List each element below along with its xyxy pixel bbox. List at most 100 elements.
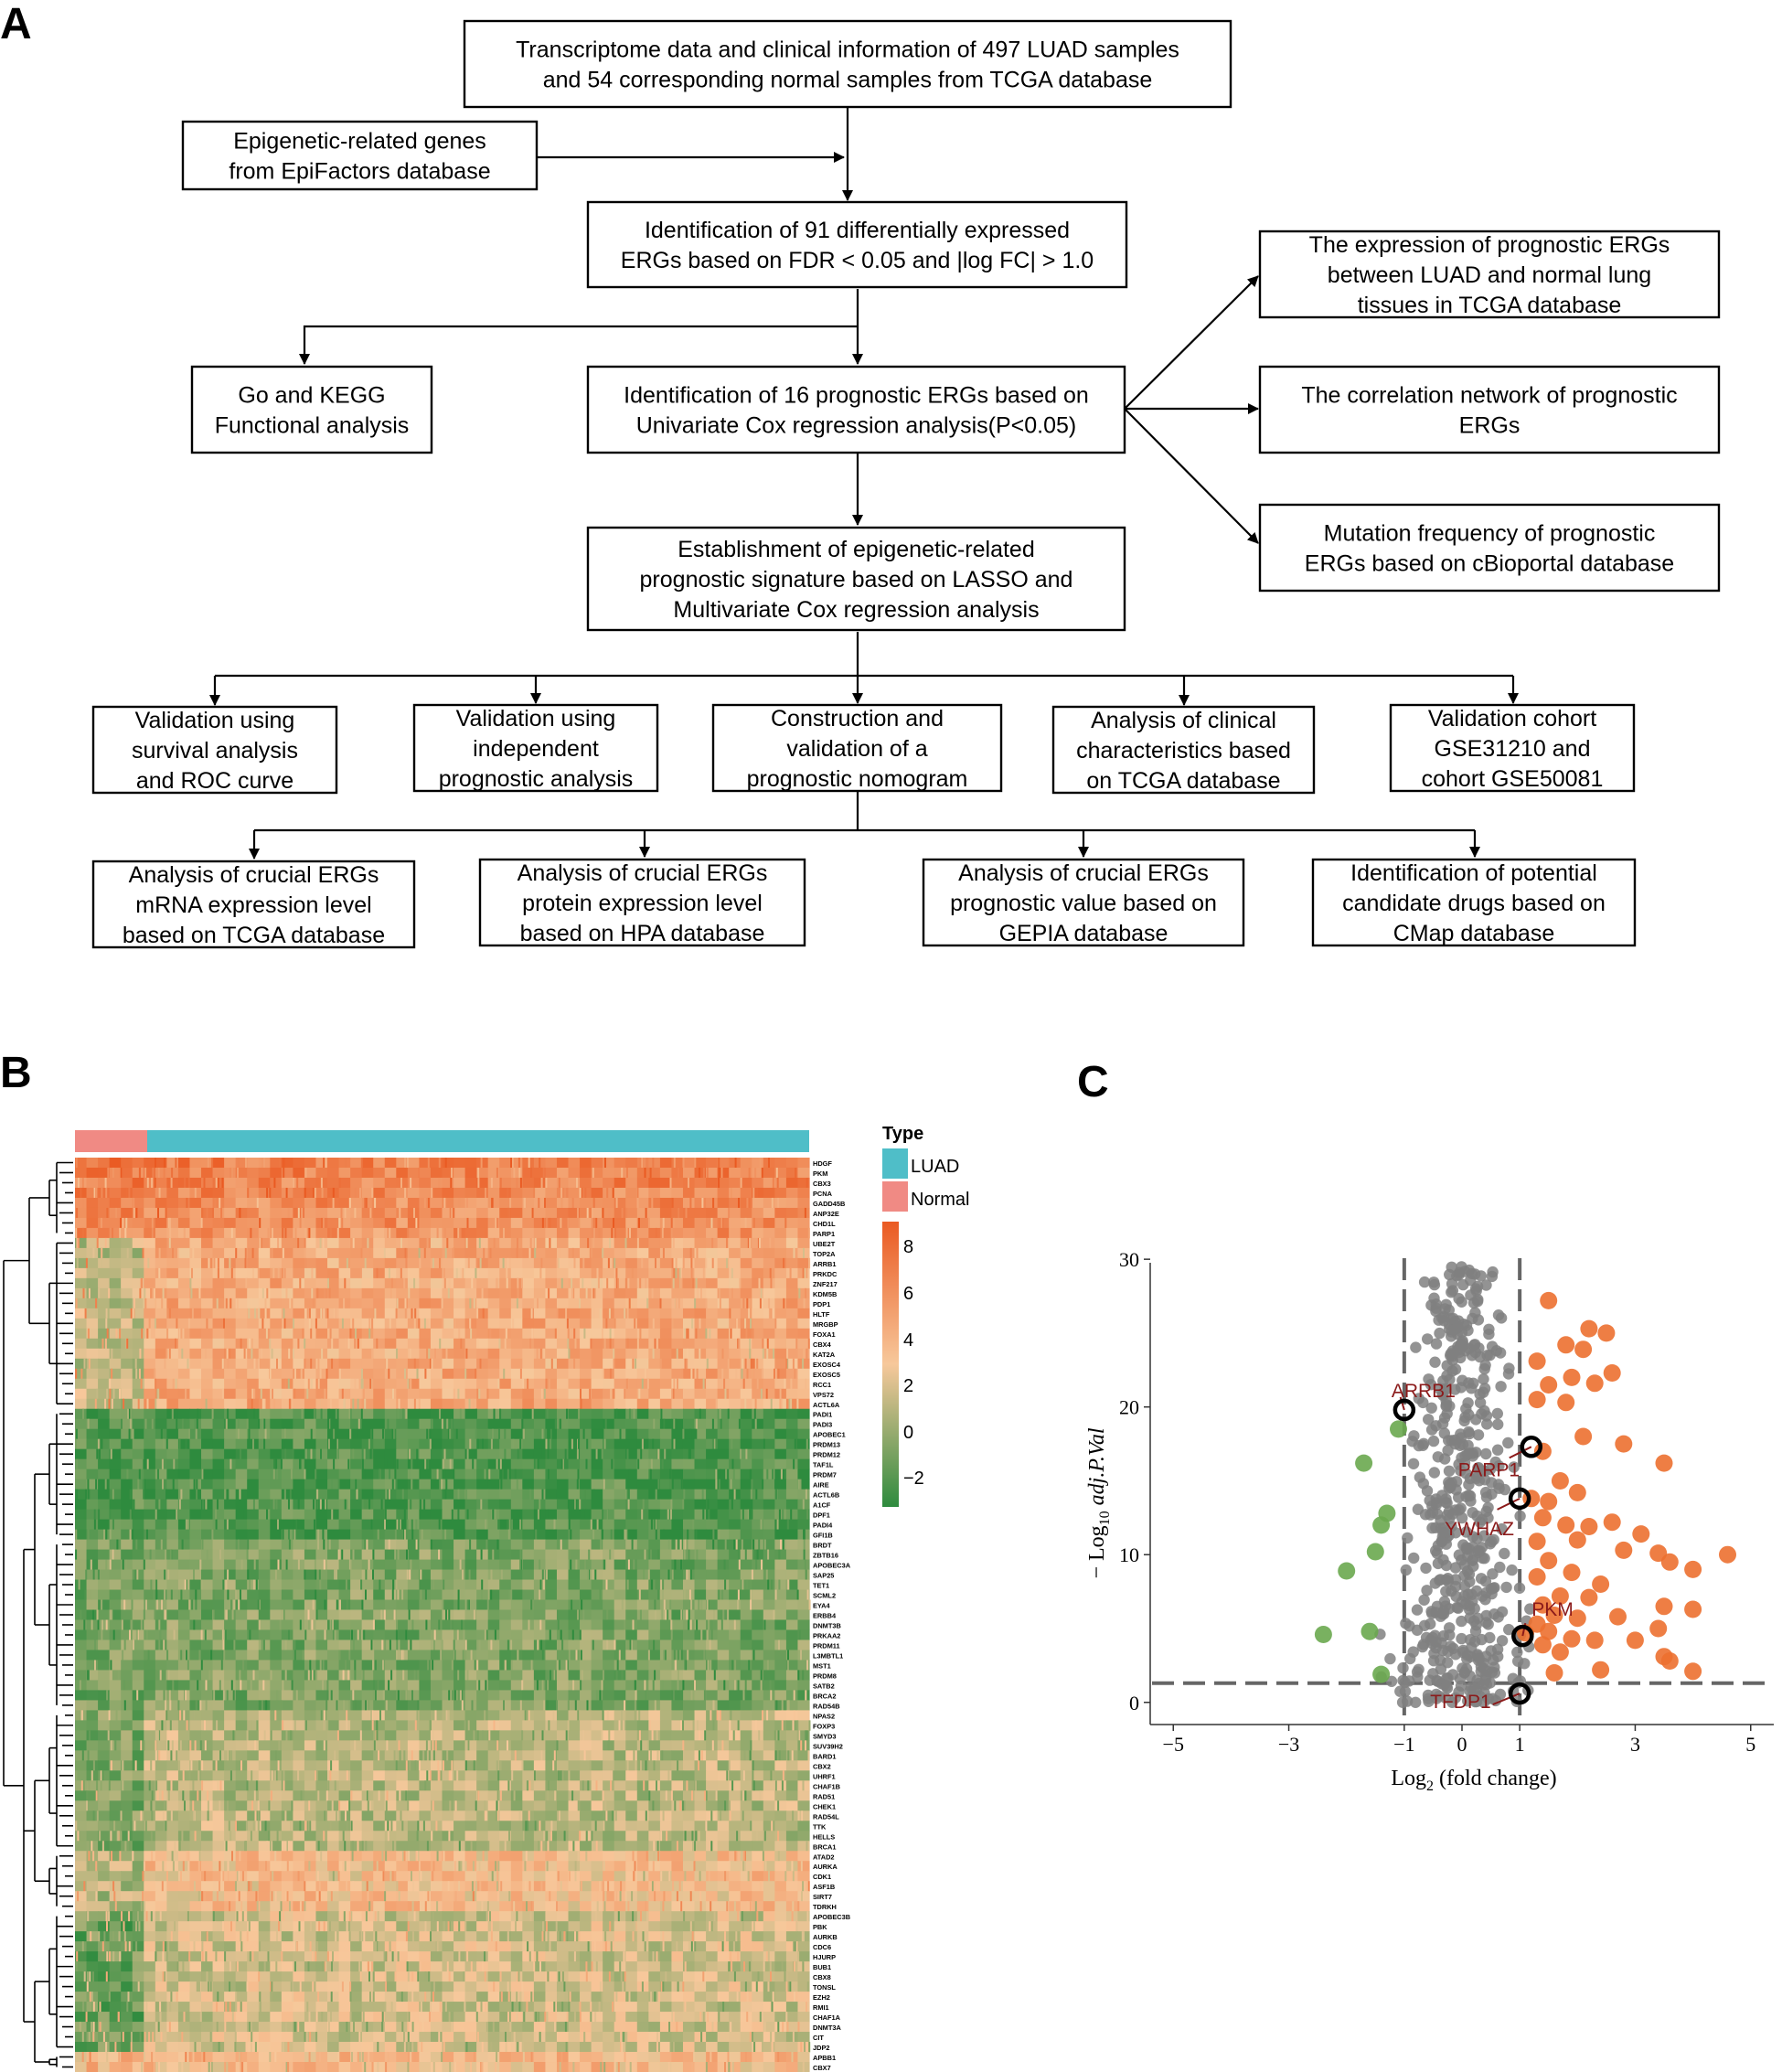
heatmap-cell xyxy=(235,1197,248,1209)
heatmap-cell xyxy=(785,1378,799,1390)
heatmap-streak xyxy=(580,1388,582,1400)
heatmap-streak xyxy=(314,1519,315,1530)
heatmap-cell xyxy=(361,1469,374,1480)
heatmap-streak xyxy=(175,1158,177,1169)
heatmap-cell xyxy=(568,1609,581,1620)
heatmap-streak xyxy=(583,1328,586,1340)
heatmap-streak xyxy=(299,1277,302,1289)
heatmap-cell xyxy=(454,1448,466,1460)
flow-box-text: Transcriptome data and clinical informat… xyxy=(516,37,1179,63)
heatmap-cell xyxy=(293,1247,305,1259)
heatmap-streak xyxy=(541,1489,544,1501)
heatmap-cell xyxy=(717,1549,730,1560)
heatmap-cell xyxy=(373,1237,386,1249)
heatmap-streak xyxy=(191,1308,194,1319)
heatmap-cell xyxy=(648,1358,661,1370)
heatmap-streak xyxy=(705,1328,708,1340)
heatmap-cell xyxy=(419,1267,432,1279)
heatmap-streak xyxy=(506,1519,508,1530)
heatmap-cell xyxy=(785,1287,799,1299)
heatmap-cell xyxy=(430,1438,443,1450)
heatmap-cell xyxy=(166,1388,179,1400)
heatmap-cell xyxy=(224,1599,237,1610)
heatmap-cell xyxy=(556,1217,570,1229)
heatmap-streak xyxy=(219,1549,221,1560)
heatmap-cell xyxy=(224,1428,237,1440)
heatmap-cell xyxy=(98,1177,111,1189)
heatmap-streak xyxy=(344,1499,347,1511)
heatmap-streak xyxy=(323,1539,325,1550)
heatmap-cell xyxy=(763,1167,775,1179)
heatmap-cell xyxy=(454,1338,466,1350)
heatmap-cell xyxy=(659,1167,673,1179)
heatmap-cell xyxy=(144,1499,156,1511)
flow-box-text: ERGs based on cBioportal database xyxy=(1305,551,1674,577)
heatmap-cell xyxy=(499,1599,512,1610)
heatmap-streak xyxy=(678,1167,679,1179)
heatmap-cell xyxy=(281,1207,293,1219)
heatmap-cell xyxy=(407,1509,421,1521)
heatmap-cell xyxy=(144,1227,156,1239)
heatmap-streak xyxy=(413,1358,416,1370)
heatmap-cell xyxy=(729,1448,742,1460)
heatmap-cell xyxy=(98,1368,111,1380)
heatmap-cell xyxy=(729,1267,742,1279)
heatmap-cell xyxy=(648,1237,661,1249)
heatmap-streak xyxy=(661,1227,664,1239)
heatmap-cell xyxy=(694,1559,707,1570)
heatmap-cell xyxy=(350,1408,363,1420)
heatmap-cell xyxy=(568,1589,581,1600)
heatmap-streak xyxy=(639,1328,642,1340)
heatmap-streak xyxy=(311,1267,314,1279)
heatmap-cell xyxy=(270,1428,283,1440)
heatmap-cell xyxy=(717,1589,730,1600)
heatmap-cell xyxy=(98,1458,111,1470)
heatmap-streak xyxy=(161,1599,163,1610)
heatmap-streak xyxy=(631,1539,634,1550)
heatmap-cell xyxy=(499,1489,512,1501)
heatmap-cell xyxy=(636,1368,649,1380)
heatmap-cell xyxy=(86,1438,99,1450)
heatmap-streak xyxy=(289,1489,292,1501)
heatmap-cell xyxy=(201,1609,214,1620)
heatmap-cell xyxy=(396,1277,409,1289)
heatmap-streak xyxy=(490,1569,493,1580)
heatmap-streak xyxy=(439,1479,442,1490)
heatmap-cell xyxy=(419,1428,432,1440)
heatmap-cell xyxy=(797,1448,810,1460)
heatmap-cell xyxy=(648,1438,661,1450)
heatmap-streak xyxy=(283,1167,285,1179)
heatmap-cell xyxy=(785,1599,799,1610)
heatmap-cell xyxy=(545,1267,558,1279)
heatmap-cell xyxy=(556,1197,570,1209)
heatmap-streak xyxy=(767,1579,770,1590)
heatmap-streak xyxy=(229,1458,232,1470)
heatmap-streak xyxy=(341,1388,344,1400)
heatmap-streak xyxy=(578,1217,581,1229)
heatmap-cell xyxy=(109,1599,122,1610)
heatmap-cell xyxy=(740,1378,752,1390)
heatmap-streak xyxy=(88,1287,91,1299)
heatmap-streak xyxy=(458,1328,461,1340)
heatmap-streak xyxy=(492,1428,494,1440)
heatmap-streak xyxy=(409,1448,411,1460)
heatmap-streak xyxy=(479,1257,482,1269)
heatmap-streak xyxy=(503,1227,505,1239)
heatmap-cell xyxy=(614,1318,626,1330)
heatmap-cell xyxy=(132,1549,144,1560)
heatmap-cell xyxy=(499,1158,512,1169)
heatmap-cell xyxy=(212,1368,225,1380)
heatmap-cell xyxy=(510,1267,523,1279)
heatmap-cell xyxy=(487,1599,500,1610)
heatmap-streak xyxy=(592,1237,595,1249)
heatmap-streak xyxy=(720,1469,722,1480)
heatmap-streak xyxy=(486,1539,488,1550)
heatmap-cell xyxy=(636,1287,649,1299)
heatmap-streak xyxy=(502,1257,505,1269)
heatmap-cell xyxy=(177,1318,191,1330)
heatmap-cell xyxy=(694,1167,707,1179)
heatmap-cell xyxy=(166,1489,179,1501)
heatmap-cell xyxy=(694,1358,707,1370)
heatmap-streak xyxy=(772,1177,774,1189)
heatmap-cell xyxy=(499,1318,512,1330)
